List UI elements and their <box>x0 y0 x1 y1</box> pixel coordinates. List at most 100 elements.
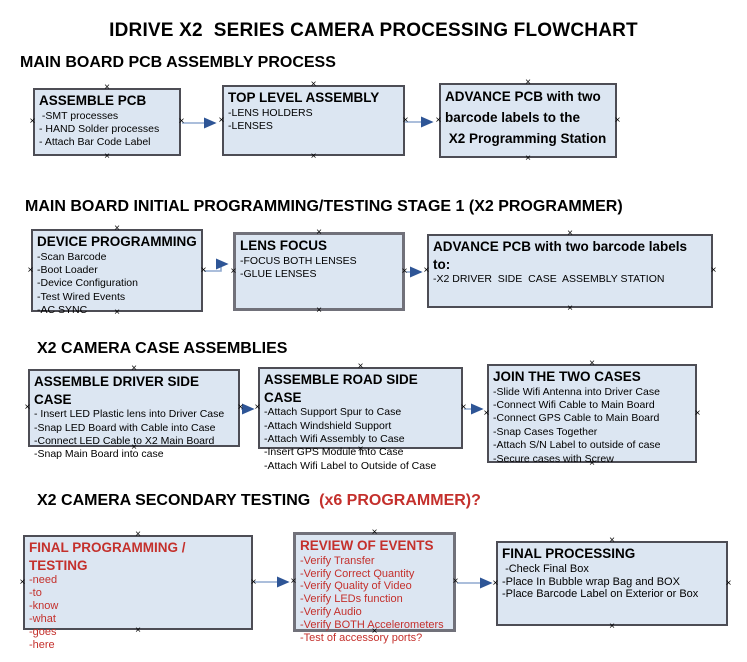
connection-point-icon <box>135 530 141 540</box>
connection-point-icon <box>238 403 244 413</box>
box-title: LENS FOCUS <box>240 238 328 253</box>
box-item: -Snap Main Board into case <box>34 448 164 461</box>
box-item: -Attach Support Spur to Case <box>264 406 402 419</box>
flow-box-assemble-driver-side-case: ASSEMBLE DRIVER SIDE CASE - Insert LED P… <box>28 369 240 460</box>
connection-point-icon <box>19 578 25 588</box>
box-item: - HAND Solder processes <box>39 122 160 135</box>
flow-box-advance-pcb-programming-station: ADVANCE PCB with two barcode labels to t… <box>439 83 617 158</box>
box-item: -LENSES <box>228 119 273 132</box>
box-item: -Check Final Box <box>502 562 589 575</box>
connection-point-icon <box>492 579 498 589</box>
box-title: DEVICE PROGRAMMING <box>37 234 197 249</box>
box-item: -Attach S/N Label to outside of case <box>493 439 661 452</box>
box-item: -need <box>29 574 58 587</box>
box-title: ASSEMBLE PCB <box>39 93 147 108</box>
connection-point-icon <box>615 116 621 126</box>
connection-point-icon <box>316 306 322 316</box>
section-heading-red-part: (x6 PROGRAMMER)? <box>319 492 481 509</box>
connection-point-icon <box>179 117 185 127</box>
connection-point-icon <box>104 152 110 162</box>
box-item: -LENS HOLDERS <box>228 106 313 119</box>
box-item: -to <box>29 587 42 600</box>
box-item: - Attach Bar Code Label <box>39 136 151 149</box>
connection-point-icon <box>290 577 296 587</box>
connection-point-icon <box>114 308 120 318</box>
box-item: -Verify Audio <box>300 606 362 619</box>
connection-point-icon <box>609 622 615 632</box>
connection-point-icon <box>358 445 364 455</box>
connection-point-icon <box>104 83 110 93</box>
section-heading-initial-programming: MAIN BOARD INITIAL PROGRAMMING/TESTING S… <box>25 198 623 215</box>
flow-arrow <box>204 258 229 272</box>
connection-point-icon <box>461 403 467 413</box>
box-item: -AC SYNC <box>37 304 88 317</box>
box-item: -know <box>29 600 59 613</box>
box-item: -Insert GPS Module into Case <box>264 446 404 459</box>
box-title: ADVANCE PCB with two barcode labels to t… <box>445 89 607 146</box>
connection-point-icon <box>589 359 595 369</box>
box-item: -Verify Transfer <box>300 554 375 567</box>
connection-point-icon <box>453 577 459 587</box>
flow-box-join-the-two-cases: JOIN THE TWO CASES -Slide Wifi Antenna i… <box>487 364 697 465</box>
connection-point-icon <box>423 266 429 276</box>
box-item: -goes <box>29 625 57 638</box>
connection-point-icon <box>131 364 137 374</box>
section-heading-secondary-testing: X2 CAMERA SECONDARY TESTING (x6 PROGRAMM… <box>37 492 481 510</box>
connection-point-icon <box>29 117 35 127</box>
box-title: FINAL PROCESSING <box>502 546 636 561</box>
connection-point-icon <box>403 116 409 126</box>
box-item: -Boot Loader <box>37 263 98 276</box>
flow-box-lens-focus: LENS FOCUS -FOCUS BOTH LENSES -GLUE LENS… <box>233 232 405 311</box>
flow-box-assemble-road-side-case: ASSEMBLE ROAD SIDE CASE -Attach Support … <box>258 367 463 472</box>
connection-point-icon <box>372 627 378 637</box>
connection-point-icon <box>114 224 120 234</box>
box-item: -Verify LEDs function <box>300 593 403 606</box>
box-item: -Connect GPS Cable to Main Board <box>493 412 660 425</box>
box-item: -SMT processes <box>39 109 119 122</box>
connection-point-icon <box>131 443 137 453</box>
flow-box-review-of-events: REVIEW OF EVENTS -Verify Transfer -Verif… <box>290 532 459 644</box>
flow-box-top-level-assembly: TOP LEVEL ASSEMBLY -LENS HOLDERS -LENSES <box>222 85 405 156</box>
box-item: -X2 DRIVER SIDE CASE ASSEMBLY STATION <box>433 273 665 286</box>
connection-point-icon <box>251 578 257 588</box>
box-title: JOIN THE TWO CASES <box>493 369 641 384</box>
box-item: - Insert LED Plastic lens into Driver Ca… <box>34 408 225 421</box>
connection-point-icon <box>483 409 489 419</box>
connection-point-icon <box>711 266 717 276</box>
box-item: -FOCUS BOTH LENSES <box>240 254 357 267</box>
box-item: -Secure cases with Screw <box>493 452 614 465</box>
box-item: -Place Barcode Label on Exterior or Box <box>502 588 699 601</box>
connection-point-icon <box>230 267 236 277</box>
connection-point-icon <box>311 80 317 90</box>
box-item: -Slide Wifi Antenna into Driver Case <box>493 385 660 398</box>
connection-point-icon <box>567 229 573 239</box>
connection-point-icon <box>27 266 33 276</box>
box-title: ASSEMBLE ROAD SIDE CASE <box>264 372 422 405</box>
connection-point-icon <box>609 536 615 546</box>
box-title: FINAL PROGRAMMING / TESTING <box>29 540 190 573</box>
flow-box-final-programming-testing: FINAL PROGRAMMING / TESTING -need -to -k… <box>23 535 253 651</box>
connection-point-icon <box>311 152 317 162</box>
connection-point-icon <box>372 528 378 538</box>
flow-box-device-programming: DEVICE PROGRAMMING -Scan Barcode -Boot L… <box>31 229 203 316</box>
connection-point-icon <box>525 154 531 164</box>
connection-point-icon <box>589 459 595 469</box>
box-item: -GLUE LENSES <box>240 267 317 280</box>
connection-point-icon <box>316 228 322 238</box>
connection-point-icon <box>402 267 408 277</box>
box-item: -Connect Wifi Cable to Main Board <box>493 398 655 411</box>
box-title: ASSEMBLE DRIVER SIDE CASE <box>34 374 203 407</box>
box-item: -Test Wired Events <box>37 290 126 303</box>
box-item: -Connect LED Cable to X2 Main Board <box>34 434 215 447</box>
box-item: -what <box>29 613 56 625</box>
box-item: -Place In Bubble wrap Bag and BOX <box>502 575 680 588</box>
connection-point-icon <box>254 403 260 413</box>
section-heading-black-part: X2 CAMERA SECONDARY TESTING <box>37 492 320 509</box>
box-item: -Attach Windshield Support <box>264 419 392 432</box>
connection-point-icon <box>525 78 531 88</box>
flow-box-advance-pcb-driver-side-station: ADVANCE PCB with two barcode labels to: … <box>427 234 713 308</box>
box-item: -Snap Cases Together <box>493 425 598 438</box>
box-item: -Scan Barcode <box>37 250 107 263</box>
box-item: -Snap LED Board with Cable into Case <box>34 421 216 434</box>
